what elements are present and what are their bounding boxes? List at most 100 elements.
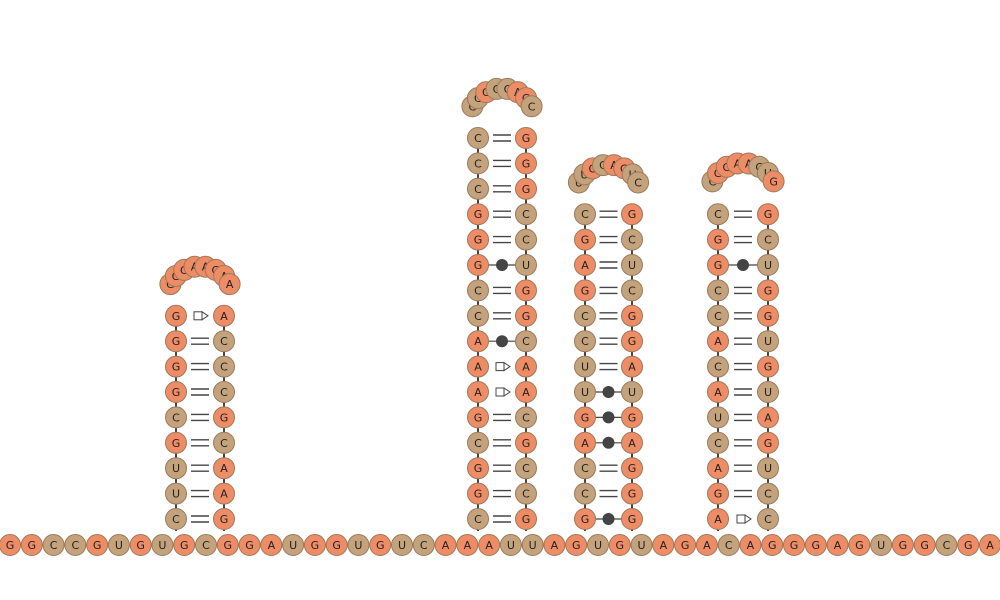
nucleotide: G xyxy=(621,508,643,530)
nucleotide-circle xyxy=(574,482,596,505)
nucleotide-letter: G xyxy=(172,310,181,323)
nucleotide: U xyxy=(165,457,187,480)
nucleotide: C xyxy=(467,127,489,149)
nucleotide-letter: U xyxy=(638,539,646,552)
nucleotide-circle xyxy=(515,177,537,200)
nucleotide-letter: G xyxy=(764,310,773,323)
nucleotide-circle xyxy=(107,534,130,556)
nucleotide-letter: C xyxy=(522,335,530,348)
nucleotide-circle xyxy=(515,355,537,378)
nucleotide-letter: G xyxy=(722,161,731,174)
nucleotide-circle xyxy=(757,254,779,276)
nucleotide-circle xyxy=(621,431,643,454)
nucleotide-letter: G xyxy=(855,539,864,552)
nucleotide: C xyxy=(707,203,729,226)
nucleotide-letter: C xyxy=(474,183,482,196)
nucleotide: C xyxy=(467,177,489,200)
nucleotide: G xyxy=(467,254,489,276)
nucleotide: G xyxy=(515,304,537,327)
nucleotide-circle xyxy=(674,534,697,556)
nucleotide-circle xyxy=(574,381,596,403)
nucleotide-circle xyxy=(757,228,779,251)
pair-markers xyxy=(191,134,758,525)
nucleotide-letter: A xyxy=(442,539,450,552)
nucleotide-letter: A xyxy=(747,539,755,552)
nucleotide: G xyxy=(804,534,827,556)
nucleotide: G xyxy=(165,355,187,378)
nucleotide-letter: U xyxy=(877,539,885,552)
nucleotide: C xyxy=(467,431,489,454)
wobble-pair-dot xyxy=(737,259,749,271)
nucleotide-circle xyxy=(165,381,187,403)
nucleotide: C xyxy=(520,95,543,118)
nucleotide-letter: U xyxy=(714,411,722,424)
nucleotide-circle xyxy=(303,534,326,556)
nucleotide: A xyxy=(979,534,1000,556)
nucleotide-letter: C xyxy=(522,411,530,424)
nucleotide-letter: A xyxy=(986,539,994,552)
nucleotide-circle xyxy=(621,203,643,226)
nucleotide-circle xyxy=(574,431,596,454)
nucleotide-circle xyxy=(652,534,675,556)
nucleotide: G xyxy=(515,431,537,454)
nucleotide: U xyxy=(757,381,779,403)
nucleotide: A xyxy=(574,254,596,276)
nucleotide-circle xyxy=(213,508,235,530)
nucleotide-circle xyxy=(757,330,779,353)
nucleotide-letter: A xyxy=(522,386,530,399)
nucleotide-circle xyxy=(213,406,235,429)
wobble-pair-dot xyxy=(602,386,615,398)
nucleotide-letter: G xyxy=(376,539,385,552)
nucleotide-circle xyxy=(515,406,537,429)
nucleotide-circle xyxy=(707,508,729,530)
nucleotide-circle xyxy=(757,279,779,302)
nucleotide: G xyxy=(325,534,348,556)
nucleotide-letter: G xyxy=(311,539,320,552)
nucleotide-circle xyxy=(587,534,609,556)
nucleotide-letter: G xyxy=(332,539,341,552)
nucleotide: A xyxy=(218,273,241,296)
nucleotide-circle xyxy=(762,170,785,193)
nucleotide-circle xyxy=(213,330,235,353)
wobble-pair-dot xyxy=(602,436,615,449)
nucleotide-letter: G xyxy=(522,132,531,145)
nucleotide: G xyxy=(757,203,779,226)
nucleotide: C xyxy=(935,534,958,556)
noncanonical-pair-triangle xyxy=(201,310,209,321)
nucleotide: G xyxy=(574,279,596,302)
nucleotide-circle xyxy=(213,381,235,403)
nucleotide: C xyxy=(467,304,489,327)
nucleotide: A xyxy=(467,381,489,403)
nucleotide: G xyxy=(783,534,805,556)
nucleotide-circle xyxy=(467,406,489,429)
nucleotide-circle xyxy=(621,330,643,353)
nucleotide-letter: A xyxy=(464,539,472,552)
nucleotide-circle xyxy=(574,406,596,429)
nucleotide: A xyxy=(467,330,489,353)
nucleotide-letter: A xyxy=(474,361,482,374)
nucleotide-letter: C xyxy=(474,132,482,145)
nucleotide-letter: U xyxy=(581,386,589,399)
nucleotide: A xyxy=(456,534,479,556)
nucleotide: A xyxy=(213,304,235,327)
nucleotide: A xyxy=(826,534,849,556)
nucleotide: G xyxy=(165,431,187,454)
nucleotide-letter: A xyxy=(522,361,530,374)
nucleotide-letter: C xyxy=(764,513,772,526)
nucleotide-circle xyxy=(707,330,729,353)
nucleotide: C xyxy=(515,228,537,251)
nucleotide: G xyxy=(574,508,596,530)
nucleotide-letter: A xyxy=(220,310,228,323)
nucleotide-letter: A xyxy=(220,488,228,501)
nucleotide-letter: G xyxy=(224,539,233,552)
nucleotide-circle xyxy=(574,203,596,226)
nucleotide: C xyxy=(574,203,596,226)
nucleotide-letter: C xyxy=(220,437,228,450)
nucleotide-letter: C xyxy=(50,539,58,552)
nucleotide-circle xyxy=(707,228,729,251)
nucleotide-letter: G xyxy=(628,513,637,526)
nucleotide: A xyxy=(707,457,729,480)
nucleotide-letter: U xyxy=(507,539,515,552)
